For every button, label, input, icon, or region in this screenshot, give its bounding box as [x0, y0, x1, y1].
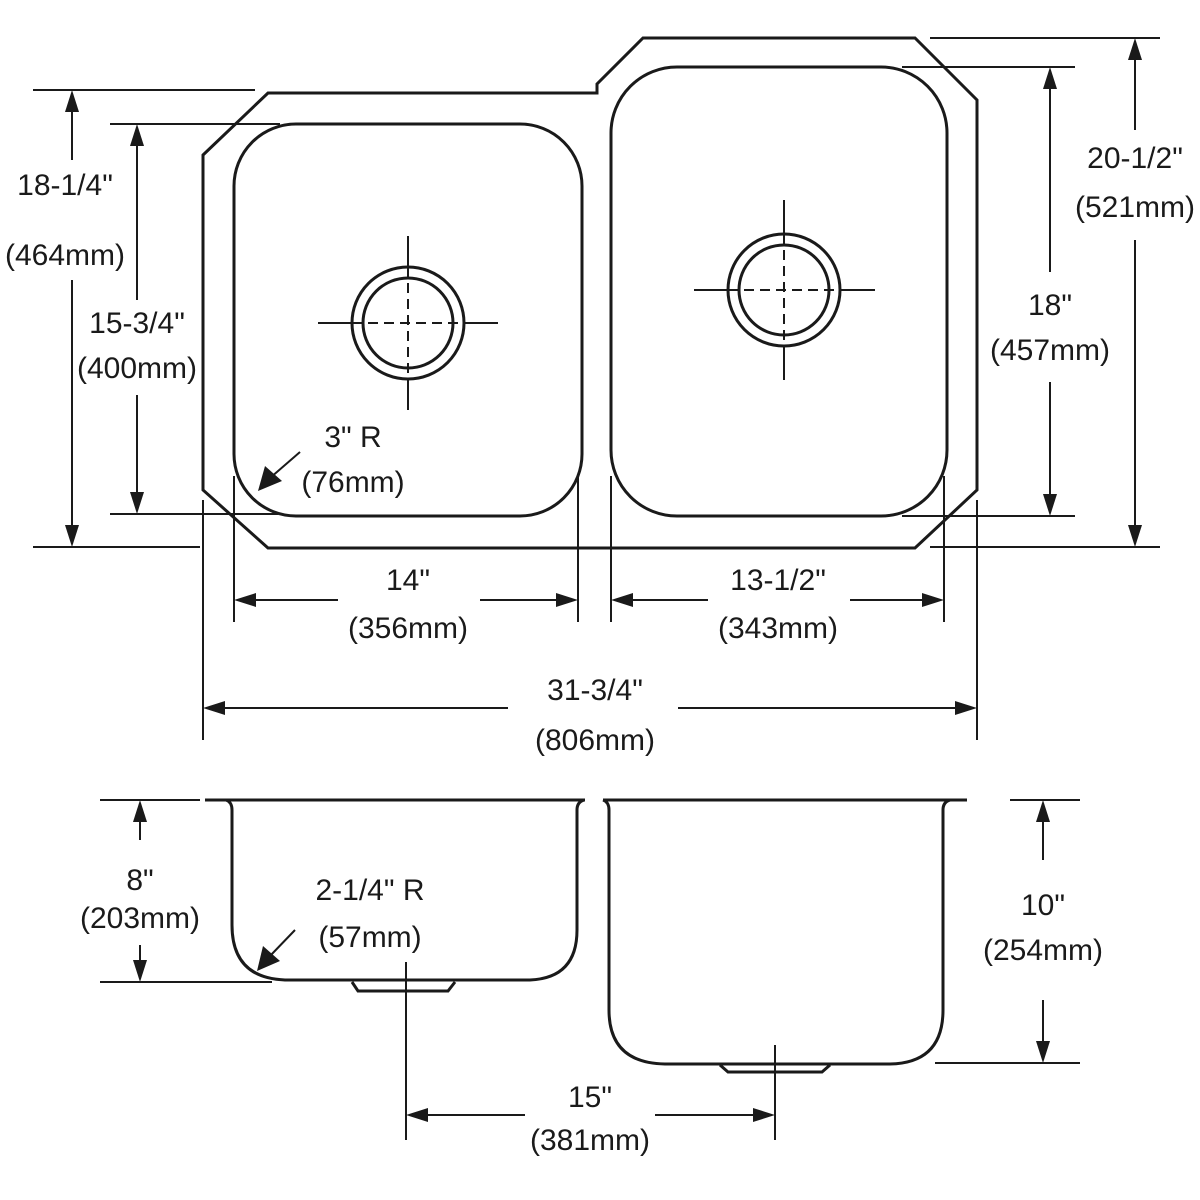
arrowhead [258, 466, 282, 491]
arrowhead [130, 492, 144, 514]
dimension-label-inches: 8" [126, 864, 153, 897]
arrowhead [1036, 800, 1050, 822]
arrowhead [556, 593, 578, 607]
dimension-left-bowl-width: 14" (356mm) [233, 476, 579, 645]
arrowhead [133, 800, 147, 822]
dimension-overall-depth-left: 18-1/4" (464mm) [5, 89, 255, 548]
arrowhead [130, 124, 144, 146]
dimension-label-inches: 18-1/4" [17, 169, 113, 202]
arrowhead [65, 90, 79, 112]
dimension-label-mm: (343mm) [718, 612, 838, 645]
dimension-label-mm: (457mm) [990, 334, 1110, 367]
arrowhead [1043, 494, 1057, 516]
dimension-label-mm: (76mm) [301, 466, 404, 499]
dimension-overall-depth-right: 20-1/2" (521mm) [930, 37, 1195, 548]
arrowhead [234, 593, 256, 607]
arrowhead [406, 1108, 428, 1122]
dimension-right-bowl-depth: 18" (457mm) [902, 66, 1110, 517]
dimension-label-mm: (57mm) [318, 921, 421, 954]
right-bowl-top-view [609, 65, 949, 518]
arrowhead [753, 1108, 775, 1122]
dimension-label-inches: 18" [1028, 289, 1072, 322]
dimension-label-inches: 2-1/4" R [315, 874, 424, 907]
dimension-left-bowl-height: 8" (203mm) [80, 799, 272, 983]
leader-line [269, 929, 296, 957]
sink-side-view [205, 798, 967, 1074]
dimension-label-inches: 10" [1021, 889, 1065, 922]
dimension-label-mm: (356mm) [348, 612, 468, 645]
dimension-corner-radius: 3" R (76mm) [258, 421, 405, 499]
dimension-label-inches: 31-3/4" [547, 674, 643, 707]
left-bowl-top-view [232, 122, 584, 518]
dimension-label-inches: 15-3/4" [89, 307, 185, 340]
dimension-label-mm: (806mm) [535, 724, 655, 757]
dimension-bottom-radius: 2-1/4" R (57mm) [257, 874, 425, 971]
arrowhead [1128, 38, 1142, 60]
right-drain [694, 200, 875, 380]
dimension-label-inches: 15" [568, 1081, 612, 1114]
arrowhead [257, 946, 280, 971]
arrowhead [1043, 67, 1057, 89]
leader-line [269, 451, 301, 479]
dimension-label-mm: (254mm) [983, 934, 1103, 967]
dimension-lines: 18-1/4"(464mm)15-3/4"(400mm)3" R(76mm)14… [5, 37, 1195, 1157]
arrowhead [611, 593, 633, 607]
arrowhead [1036, 1041, 1050, 1063]
dimension-label-mm: (203mm) [80, 902, 200, 935]
dimension-right-bowl-height: 10" (254mm) [935, 799, 1103, 1064]
dimension-label-inches: 13-1/2" [730, 564, 826, 597]
arrowhead [955, 701, 977, 715]
dimension-label-inches: 3" R [324, 421, 381, 454]
dimension-label-mm: (464mm) [5, 239, 125, 272]
arrowhead [133, 960, 147, 982]
arrowhead [1128, 525, 1142, 547]
arrowhead [203, 701, 225, 715]
arrowhead [65, 525, 79, 547]
dimension-label-inches: 14" [386, 564, 430, 597]
left-drain [318, 236, 498, 410]
arrowhead [922, 593, 944, 607]
dimension-label-mm: (400mm) [77, 352, 197, 385]
sink-outline-top-view [201, 36, 979, 550]
dimension-overall-width: 31-3/4" (806mm) [202, 500, 978, 757]
dimension-label-mm: (521mm) [1075, 191, 1195, 224]
dimension-right-bowl-width: 13-1/2" (343mm) [610, 476, 945, 645]
dimension-drain-spacing: 15" (381mm) [405, 962, 776, 1157]
dimension-left-bowl-depth: 15-3/4" (400mm) [77, 123, 280, 515]
dimension-label-inches: 20-1/2" [1087, 142, 1183, 175]
dimension-label-mm: (381mm) [530, 1124, 650, 1157]
